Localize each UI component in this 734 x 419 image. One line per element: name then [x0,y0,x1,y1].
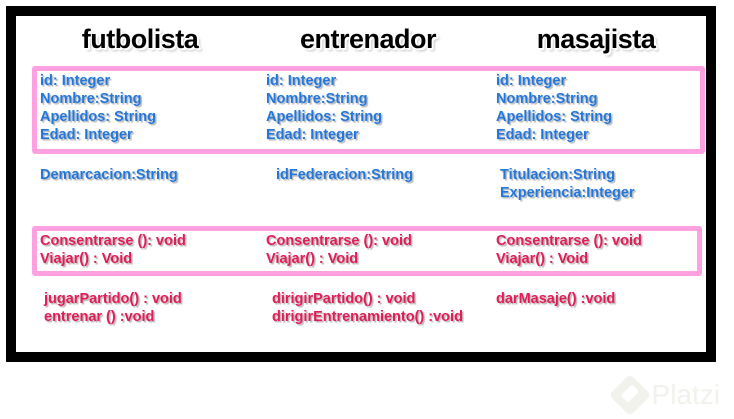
method-line: entrenar () :void [44,309,155,325]
attribute-line: Experiencia:Integer [500,185,635,201]
entrenador-own-attributes: idFederacion:String [254,166,504,184]
method-line: dirigirPartido() : void [272,291,416,307]
attribute-line: Edad: Integer [40,127,133,143]
attribute-line: Edad: Integer [266,127,359,143]
entrenador-shared-attributes: id: Integer Nombre:String Apellidos: Str… [254,72,494,144]
attribute-line: Nombre:String [266,91,368,107]
class-title-entrenador: entrenador [299,24,437,54]
method-line: Consentrarse (): void [40,233,186,249]
entrenador-own-methods: dirigirPartido() : void dirigirEntrenami… [254,290,500,326]
method-line: Viajar() : Void [496,251,589,267]
masajista-shared-attributes: id: Integer Nombre:String Apellidos: Str… [482,72,724,144]
platzi-watermark: Platzi [608,373,720,417]
class-column-masajista: masajista id: Integer Nombre:String Apel… [482,16,710,352]
attribute-line: Demarcacion:String [40,167,178,183]
entrenador-shared-methods: Consentrarse (): void Viajar() : Void [254,232,494,268]
method-line: Consentrarse (): void [496,233,642,249]
method-line: jugarPartido() : void [44,291,182,307]
shared-attributes-highlight-box [32,66,705,154]
class-title-futbolista: futbolista [81,24,199,54]
attribute-line: Apellidos: String [496,109,612,125]
attribute-line: Apellidos: String [266,109,382,125]
class-column-futbolista: futbolista id: Integer Nombre:String Ape… [26,16,254,352]
method-line: Viajar() : Void [266,251,359,267]
futbolista-shared-methods: Consentrarse (): void Viajar() : Void [26,232,268,268]
attribute-line: Edad: Integer [496,127,589,143]
method-line: Consentrarse (): void [266,233,412,249]
attribute-line: Nombre:String [496,91,598,107]
attribute-line: Nombre:String [40,91,142,107]
class-diagram-body: futbolista id: Integer Nombre:String Ape… [16,16,706,352]
futbolista-shared-attributes: id: Integer Nombre:String Apellidos: Str… [26,72,268,144]
masajista-own-methods: darMasaje() :void [482,290,724,308]
method-line: darMasaje() :void [496,291,616,307]
platzi-diamond-icon [608,373,651,417]
attribute-line: id: Integer [266,73,337,89]
masajista-shared-methods: Consentrarse (): void Viajar() : Void [482,232,724,268]
class-title-masajista: masajista [536,24,656,54]
attribute-line: id: Integer [40,73,111,89]
futbolista-own-methods: jugarPartido() : void entrenar () :void [26,290,272,326]
attribute-line: id: Integer [496,73,567,89]
masajista-own-attributes: Titulacion:String Experiencia:Integer [482,166,728,202]
attribute-line: Titulacion:String [500,167,615,183]
attribute-line: Apellidos: String [40,109,156,125]
class-column-entrenador: entrenador id: Integer Nombre:String Ape… [254,16,482,352]
method-line: Viajar() : Void [40,251,133,267]
attribute-line: idFederacion:String [276,167,413,183]
shared-methods-highlight-box [32,226,702,276]
futbolista-own-attributes: Demarcacion:String [26,166,268,184]
method-line: dirigirEntrenamiento() :void [272,309,463,325]
class-diagram-frame: futbolista id: Integer Nombre:String Ape… [6,6,716,362]
platzi-wordmark: Platzi [651,379,720,410]
